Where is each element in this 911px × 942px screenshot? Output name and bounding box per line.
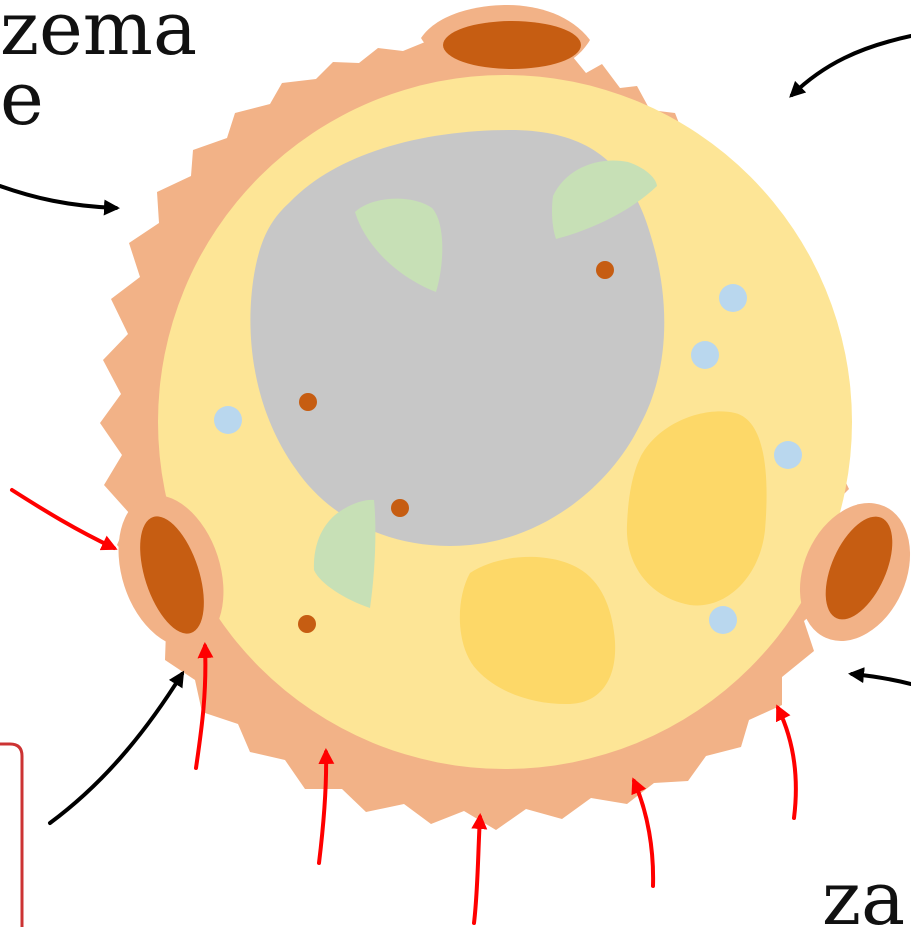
- black-arrow-right: [852, 674, 911, 684]
- granule: [391, 499, 409, 517]
- label-bottom-right-fragment: za: [822, 862, 905, 936]
- vesicle: [709, 606, 737, 634]
- granule: [596, 261, 614, 279]
- vesicle: [774, 441, 802, 469]
- black-arrow-bottom-left: [50, 674, 182, 823]
- black-arrow-top-left: [0, 186, 116, 208]
- black-arrow-top-right: [792, 36, 911, 95]
- red-arrow: [634, 781, 653, 886]
- red-arrow: [778, 708, 796, 818]
- granule: [299, 393, 317, 411]
- granule: [298, 615, 316, 633]
- red-arrow: [12, 490, 114, 548]
- label-second-line-fragment: e: [0, 62, 44, 136]
- vesicle: [719, 284, 747, 312]
- vesicle: [214, 406, 242, 434]
- callout-box-fragment: [0, 744, 22, 927]
- red-arrow: [474, 817, 480, 923]
- vesicle: [691, 341, 719, 369]
- pollen-grain: [100, 5, 911, 830]
